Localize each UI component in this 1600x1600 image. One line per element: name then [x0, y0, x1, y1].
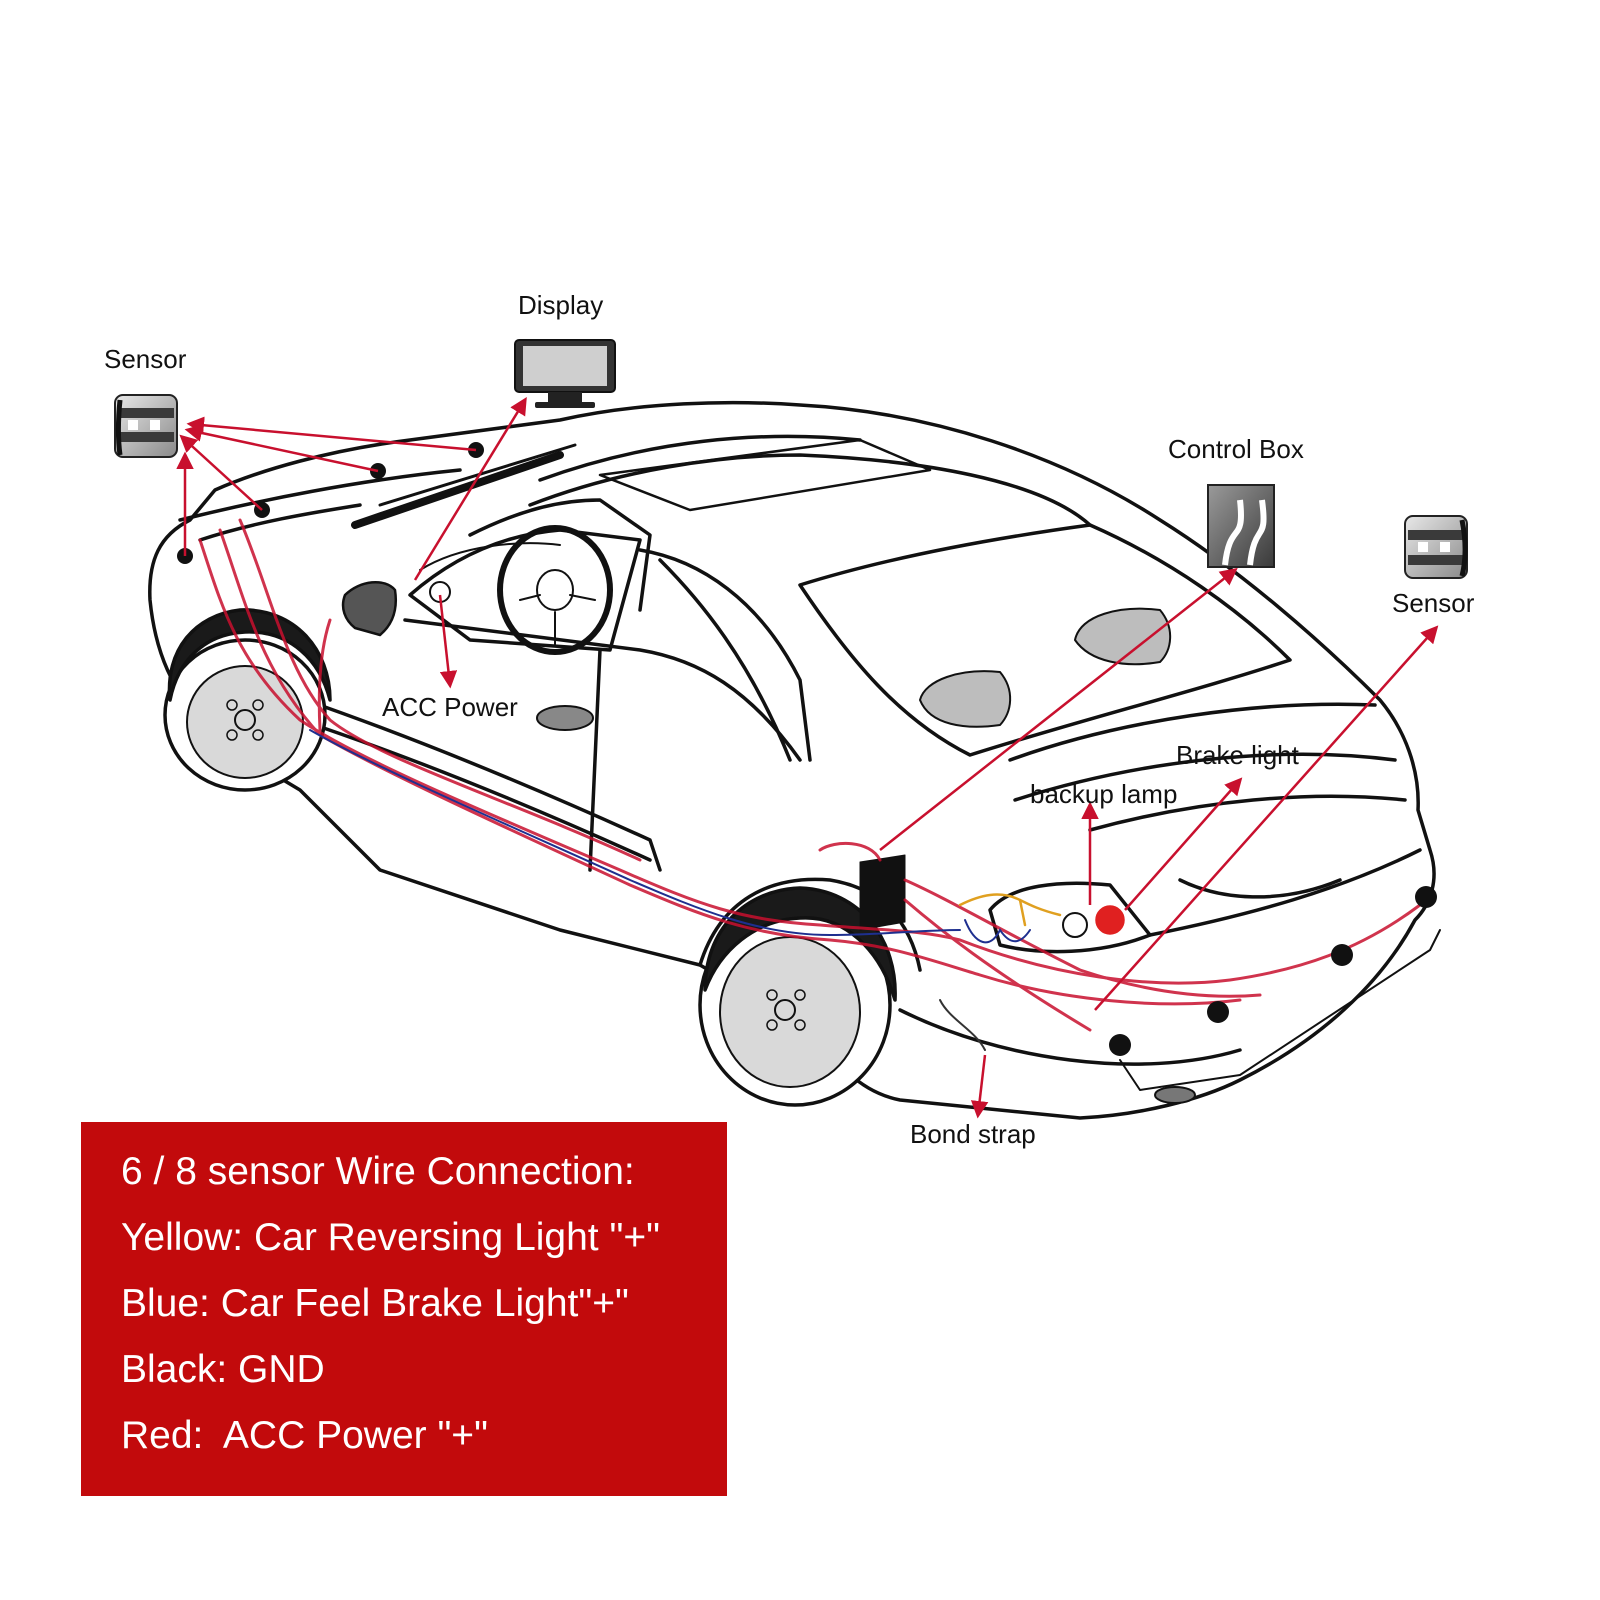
label-bond-strap: Bond strap — [910, 1119, 1036, 1149]
label-brake-light: Brake light — [1176, 740, 1300, 770]
label-backup-lamp: backup lamp — [1030, 779, 1177, 809]
sensor-dots — [177, 442, 1437, 1056]
sensor-dot — [1207, 1001, 1229, 1023]
sensor-dot — [1109, 1034, 1131, 1056]
legend-panel: 6 / 8 sensor Wire Connection: Yellow: Ca… — [81, 1122, 727, 1496]
label-sensor-right: Sensor — [1392, 588, 1475, 618]
legend-line-black: Black: GND — [121, 1348, 325, 1391]
label-sensor-left: Sensor — [104, 344, 187, 374]
display-icon — [514, 339, 616, 408]
control-box-icon — [1207, 484, 1275, 568]
label-display: Display — [518, 290, 603, 320]
legend-title: 6 / 8 sensor Wire Connection: — [121, 1150, 635, 1193]
wiring-harness — [198, 518, 1422, 1051]
sensor-dot — [1331, 944, 1353, 966]
label-control-box: Control Box — [1168, 434, 1304, 464]
legend-line-yellow: Yellow: Car Reversing Light "+" — [121, 1216, 660, 1259]
legend-line-red: Red: ACC Power "+" — [121, 1414, 488, 1457]
callout-arrows — [176, 397, 1439, 1119]
sensor-dot — [1415, 886, 1437, 908]
sensor-icon — [114, 394, 178, 458]
label-acc-power: ACC Power — [382, 692, 518, 722]
legend-line-blue: Blue: Car Feel Brake Light"+" — [121, 1282, 629, 1325]
sensor-icon — [1404, 515, 1468, 579]
car-drawing — [148, 400, 1441, 1120]
